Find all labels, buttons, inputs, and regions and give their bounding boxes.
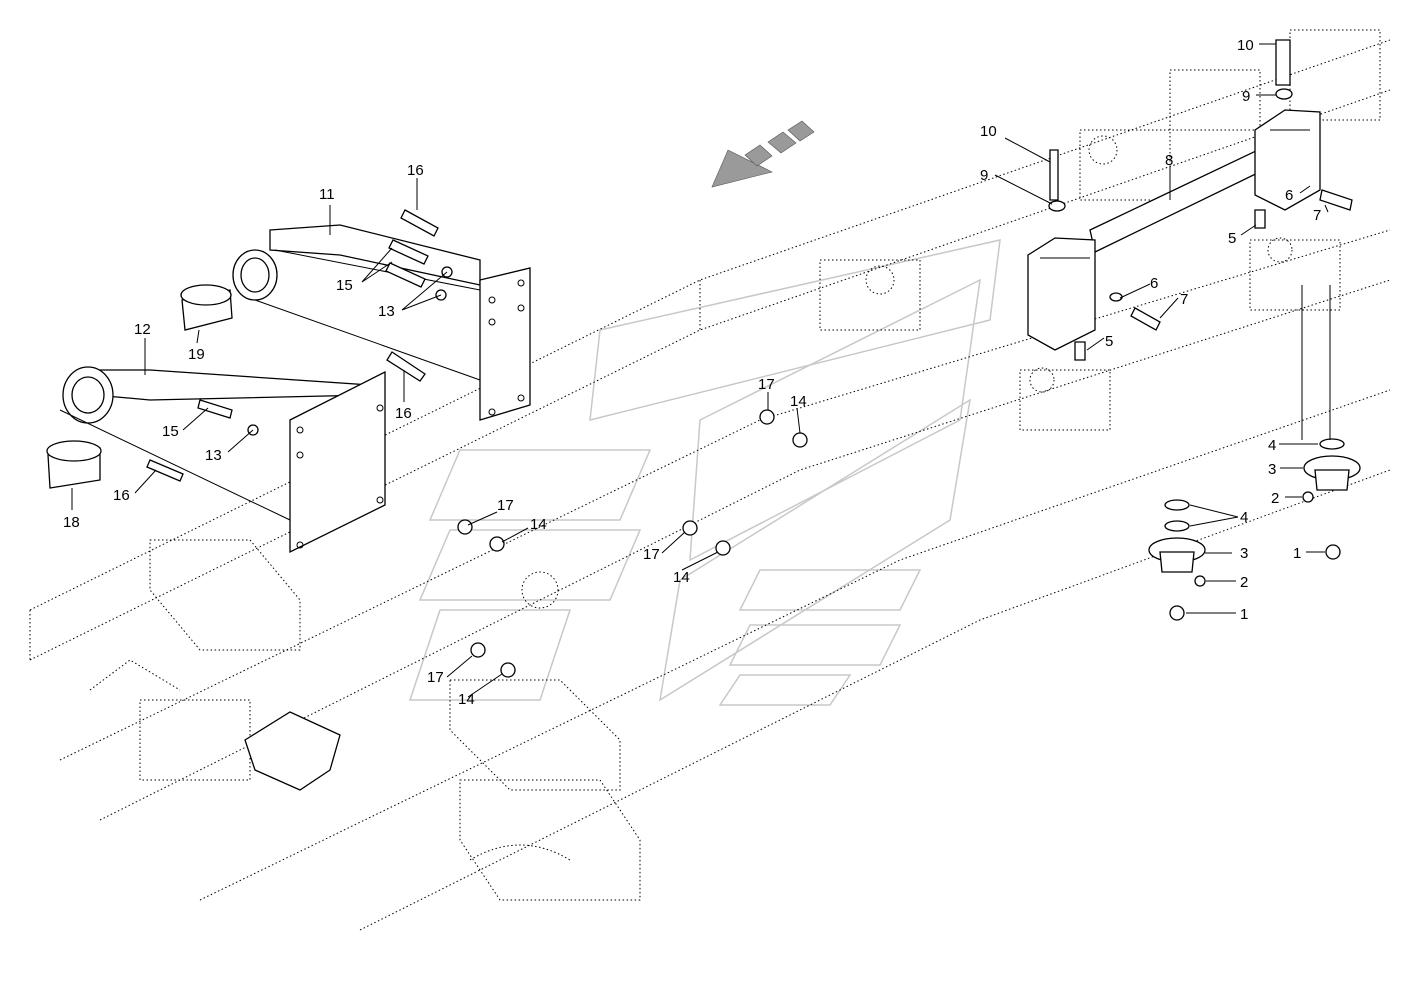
callout-14: 14 <box>790 393 807 410</box>
bolts <box>146 39 1353 482</box>
leader-lines <box>71 43 1331 698</box>
callout-16: 16 <box>407 162 424 179</box>
callout-14: 14 <box>458 691 475 708</box>
callout-16: 16 <box>395 405 412 422</box>
callout-1: 1 <box>1293 545 1301 562</box>
callout-12: 12 <box>134 321 151 338</box>
callout-10: 10 <box>1237 37 1254 54</box>
washers-and-nuts <box>247 88 1345 678</box>
callout-10: 10 <box>980 123 997 140</box>
callout-13: 13 <box>378 303 395 320</box>
callout-14: 14 <box>530 516 547 533</box>
callout-17: 17 <box>497 497 514 514</box>
callout-1: 1 <box>1240 606 1248 623</box>
forward-direction-arrow-icon <box>711 120 815 188</box>
chassis-frame <box>29 29 1391 931</box>
callout-labels: 11 16 15 13 12 19 16 15 13 16 18 17 14 1… <box>63 37 1321 708</box>
callout-2: 2 <box>1240 574 1248 591</box>
callout-15: 15 <box>162 423 179 440</box>
callout-17: 17 <box>758 376 775 393</box>
callout-8: 8 <box>1165 152 1173 169</box>
callout-16: 16 <box>113 487 130 504</box>
callout-9: 9 <box>1242 88 1250 105</box>
engine-support-bracket <box>244 711 341 791</box>
bushing-19 <box>180 284 233 331</box>
callout-5: 5 <box>1105 333 1113 350</box>
callout-5: 5 <box>1228 230 1236 247</box>
callout-6: 6 <box>1150 275 1158 292</box>
rubber-mounts <box>1148 455 1361 573</box>
callout-6: 6 <box>1285 187 1293 204</box>
engine-bracket-11 <box>232 224 531 421</box>
callout-11: 11 <box>319 186 335 203</box>
callout-3: 3 <box>1240 545 1248 562</box>
callout-14: 14 <box>673 569 690 586</box>
callout-18: 18 <box>63 514 80 531</box>
callout-7: 7 <box>1180 291 1188 308</box>
callout-17: 17 <box>643 546 660 563</box>
cross-member-8 <box>1027 109 1321 351</box>
callout-17: 17 <box>427 669 444 686</box>
callout-4: 4 <box>1240 509 1248 526</box>
brand-watermark <box>408 239 1001 706</box>
callout-7: 7 <box>1313 207 1321 224</box>
bushing-18 <box>46 440 102 489</box>
callout-13: 13 <box>205 447 222 464</box>
engine-bracket-12 <box>59 366 386 554</box>
callout-2: 2 <box>1271 490 1279 507</box>
callout-4: 4 <box>1268 437 1276 454</box>
callout-9: 9 <box>980 167 988 184</box>
callout-19: 19 <box>188 346 205 363</box>
callout-15: 15 <box>336 277 353 294</box>
callout-3: 3 <box>1268 461 1276 478</box>
